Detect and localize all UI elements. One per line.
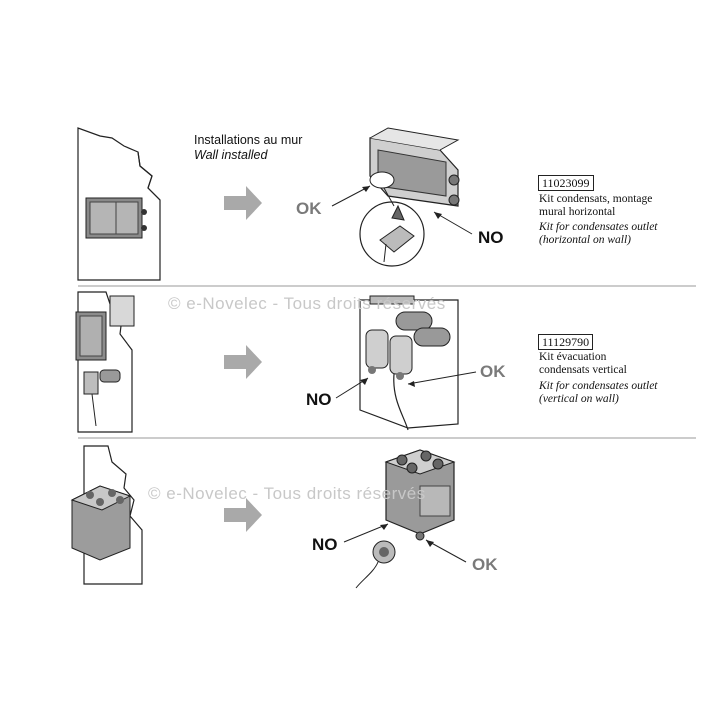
watermark-2: © e-Novelec - Tous droits réservés: [148, 484, 426, 503]
row1-desc-fr-2: mural horizontal: [539, 206, 616, 218]
row1-part-code: 11023099: [538, 175, 594, 191]
row2-desc-fr-2: condensats vertical: [539, 364, 627, 376]
row1-desc-en-1: Kit for condensates outlet: [539, 221, 658, 233]
row1-ok-label: OK: [296, 199, 322, 218]
row2-wall-unit-illustration: [75, 291, 135, 433]
row2-detail-illustration: [359, 295, 459, 431]
row1-detail-illustration: [359, 127, 460, 267]
row2-pointer-lines: [335, 371, 477, 399]
row2-desc-en-1: Kit for condensates outlet: [539, 380, 658, 392]
row1-arrow: [224, 186, 262, 220]
row3-no-label: NO: [312, 535, 338, 554]
row3-wall-unit-illustration: [70, 445, 143, 585]
row3-arrow: [224, 498, 262, 532]
watermark-1: © e-Novelec - Tous droits réservés: [168, 294, 446, 313]
header-title-fr: Installations au mur: [194, 133, 303, 147]
row3-pointer-lines: [343, 523, 467, 563]
row2-part-code: 11129790: [538, 334, 594, 350]
row1-desc-fr-1: Kit condensats, montage: [539, 193, 653, 205]
row1-wall-unit-illustration: [77, 127, 161, 281]
row3-ok-label: OK: [472, 555, 498, 574]
row3-detail-illustration: [355, 449, 456, 589]
row1-desc-en-2: (horizontal on wall): [539, 234, 632, 246]
row2-no-label: NO: [306, 390, 332, 409]
row2-desc-en-2: (vertical on wall): [539, 393, 619, 405]
row1-pointer-lines: [331, 185, 473, 235]
row2-arrow: [224, 345, 262, 379]
row2-ok-label: OK: [480, 362, 506, 381]
row2-desc-fr-1: Kit évacuation: [539, 351, 607, 363]
header-title-en: Wall installed: [194, 148, 268, 162]
row1-no-label: NO: [478, 228, 504, 247]
